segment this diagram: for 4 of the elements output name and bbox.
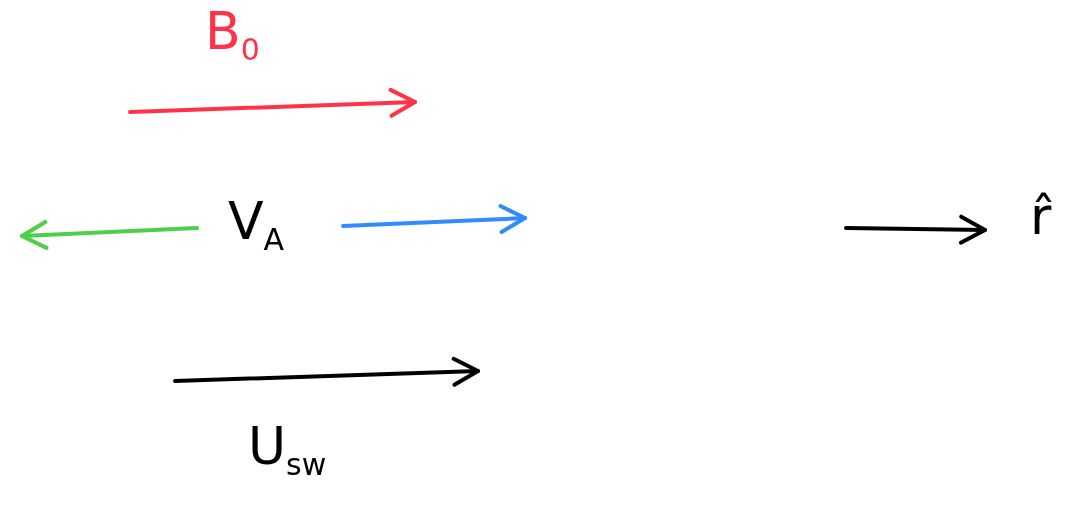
velocity-symbol: V$_{A}$ (228, 195, 285, 256)
field-symbol: B$_{0}$ (205, 5, 260, 66)
velocity-symbol: U$_{sw}$ (248, 420, 327, 481)
unit-vector-symbol: r̂ (1030, 190, 1052, 242)
